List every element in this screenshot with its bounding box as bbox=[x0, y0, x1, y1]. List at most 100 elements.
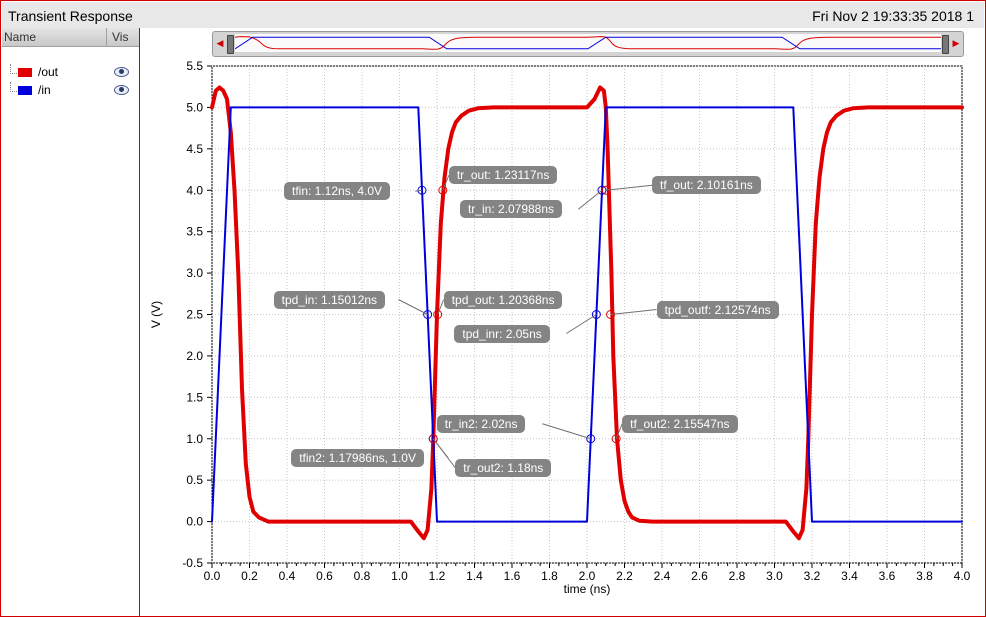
marker-connector bbox=[398, 299, 428, 315]
marker-connector bbox=[566, 314, 597, 334]
x-tick-label: 1.6 bbox=[504, 569, 521, 583]
marker-point bbox=[597, 185, 607, 195]
name-column-header[interactable]: Name bbox=[4, 30, 37, 44]
y-tick-label: 4.5 bbox=[186, 142, 203, 156]
x-tick-label: 0.8 bbox=[354, 569, 371, 583]
y-axis-label: V (V) bbox=[149, 301, 163, 328]
legend-label-out: /out bbox=[38, 65, 59, 79]
marker-point bbox=[586, 434, 596, 444]
x-tick-label: 4.0 bbox=[954, 569, 971, 583]
marker-connector bbox=[605, 184, 653, 191]
marker-label[interactable]: tpd_out: 1.20368ns bbox=[443, 290, 563, 309]
marker-label[interactable]: tpd_inr: 2.05ns bbox=[454, 324, 550, 343]
x-axis-label: time (ns) bbox=[564, 582, 611, 596]
x-tick-label: 0.0 bbox=[204, 569, 221, 583]
tree-connector bbox=[10, 64, 17, 74]
marker-label[interactable]: tfin: 1.12ns, 4.0V bbox=[284, 182, 391, 201]
series-line-in bbox=[211, 106, 963, 523]
title-bar: Transient Response Fri Nov 2 19:33:35 20… bbox=[2, 2, 984, 28]
x-tick-label: 0.6 bbox=[316, 569, 333, 583]
x-tick-label: 2.2 bbox=[616, 569, 633, 583]
x-tick-label: 1.0 bbox=[391, 569, 408, 583]
plot-area[interactable]: ◀ ▶ 0.0 0.2 0.4 0.6 0.8 1.0 1.2 1.4 1.6 1.8 2.0 2.2… bbox=[140, 28, 985, 616]
y-tick-label: -0.5 bbox=[182, 556, 203, 570]
marker-label[interactable]: tf_out2: 2.15547ns bbox=[622, 414, 738, 433]
y-tick-label: 5.0 bbox=[186, 100, 203, 114]
overview-series-line bbox=[234, 36, 941, 50]
y-tick-label: 5.5 bbox=[186, 59, 203, 73]
x-tick-label: 3.8 bbox=[916, 569, 933, 583]
marker-label[interactable]: tfin2: 1.17986ns, 1.0V bbox=[291, 448, 424, 467]
x-tick-label: 3.4 bbox=[841, 569, 858, 583]
marker-label[interactable]: tf_out: 2.10161ns bbox=[652, 176, 761, 195]
overview-left-handle[interactable] bbox=[227, 35, 234, 54]
marker-label[interactable]: tr_out: 1.23117ns bbox=[448, 166, 558, 185]
y-tick-label: 3.5 bbox=[186, 225, 203, 239]
eye-icon[interactable] bbox=[114, 67, 129, 77]
transient-chart[interactable]: 0.0 0.2 0.4 0.6 0.8 1.0 1.2 1.4 1.6 1.8 2.0 2.2 2.4 2… bbox=[140, 28, 985, 616]
timestamp: Fri Nov 2 19:33:35 2018 1 bbox=[812, 8, 974, 24]
marker-connector bbox=[542, 423, 591, 440]
marker-point bbox=[591, 310, 601, 319]
marker-point bbox=[438, 185, 448, 195]
scroll-left-arrow-icon[interactable]: ◀ bbox=[216, 38, 224, 48]
y-tick-label: 3.0 bbox=[186, 266, 203, 280]
in-color-swatch bbox=[18, 86, 32, 95]
marker-label[interactable]: tpd_in: 1.15012ns bbox=[273, 290, 386, 309]
overview-scroll-bar[interactable]: ◀ ▶ bbox=[212, 31, 964, 57]
x-tick-label: 0.2 bbox=[241, 569, 258, 583]
x-tick-label: 2.8 bbox=[729, 569, 746, 583]
window-title: Transient Response bbox=[8, 8, 133, 24]
marker-connector bbox=[442, 175, 450, 191]
y-tick-label: 4.0 bbox=[186, 183, 203, 197]
x-tick-label: 1.2 bbox=[429, 569, 446, 583]
series-line-out bbox=[210, 85, 964, 541]
x-tick-label: 3.6 bbox=[879, 569, 896, 583]
overview-waveform bbox=[234, 34, 941, 52]
x-tick-label: 2.6 bbox=[691, 569, 708, 583]
legend-item-out[interactable]: /out bbox=[2, 64, 139, 82]
marker-point bbox=[433, 310, 443, 319]
marker-label[interactable]: tr_out2: 1.18ns bbox=[455, 458, 552, 477]
x-tick-label: 1.4 bbox=[466, 569, 483, 583]
legend-panel: Name Vis /out /in bbox=[2, 28, 140, 616]
marker-point bbox=[423, 310, 433, 319]
y-tick-label: 0.0 bbox=[186, 515, 203, 529]
marker-label[interactable]: tr_in: 2.07988ns bbox=[459, 200, 563, 219]
marker-point bbox=[428, 434, 438, 444]
overview-waveform-svg bbox=[234, 36, 941, 50]
marker-point bbox=[611, 434, 621, 444]
legend-item-in[interactable]: /in bbox=[2, 82, 139, 100]
y-tick-label: 2.0 bbox=[186, 349, 203, 363]
marker-connector bbox=[437, 299, 445, 315]
marker-label[interactable]: tpd_outf: 2.12574ns bbox=[656, 300, 779, 319]
column-divider[interactable] bbox=[106, 28, 107, 46]
x-tick-label: 2.4 bbox=[654, 569, 671, 583]
x-tick-label: 2.0 bbox=[579, 569, 596, 583]
marker-point bbox=[417, 185, 427, 195]
y-tick-label: 1.5 bbox=[186, 390, 203, 404]
x-tick-label: 1.8 bbox=[541, 569, 558, 583]
overview-series-line bbox=[234, 36, 941, 50]
y-tick-label: 1.0 bbox=[186, 432, 203, 446]
vis-column-header[interactable]: Vis bbox=[112, 30, 129, 44]
y-tick-label: 2.5 bbox=[186, 308, 203, 322]
legend-label-in: /in bbox=[38, 83, 51, 97]
legend-header: Name Vis bbox=[2, 28, 139, 47]
marker-connector bbox=[615, 423, 623, 439]
x-tick-label: 0.4 bbox=[279, 569, 296, 583]
marker-connector bbox=[610, 309, 657, 315]
x-tick-label: 3.0 bbox=[766, 569, 783, 583]
marker-connector bbox=[432, 438, 456, 469]
marker-connector bbox=[578, 189, 603, 210]
overview-right-handle[interactable] bbox=[942, 35, 949, 54]
x-tick-label: 3.2 bbox=[804, 569, 821, 583]
marker-label[interactable]: tr_in2: 2.02ns bbox=[436, 414, 526, 433]
scroll-right-arrow-icon[interactable]: ▶ bbox=[952, 38, 960, 48]
marker-connector bbox=[415, 189, 423, 192]
eye-icon[interactable] bbox=[114, 85, 129, 95]
tree-connector bbox=[10, 82, 17, 92]
out-color-swatch bbox=[18, 68, 32, 77]
y-tick-label: 0.5 bbox=[186, 473, 203, 487]
